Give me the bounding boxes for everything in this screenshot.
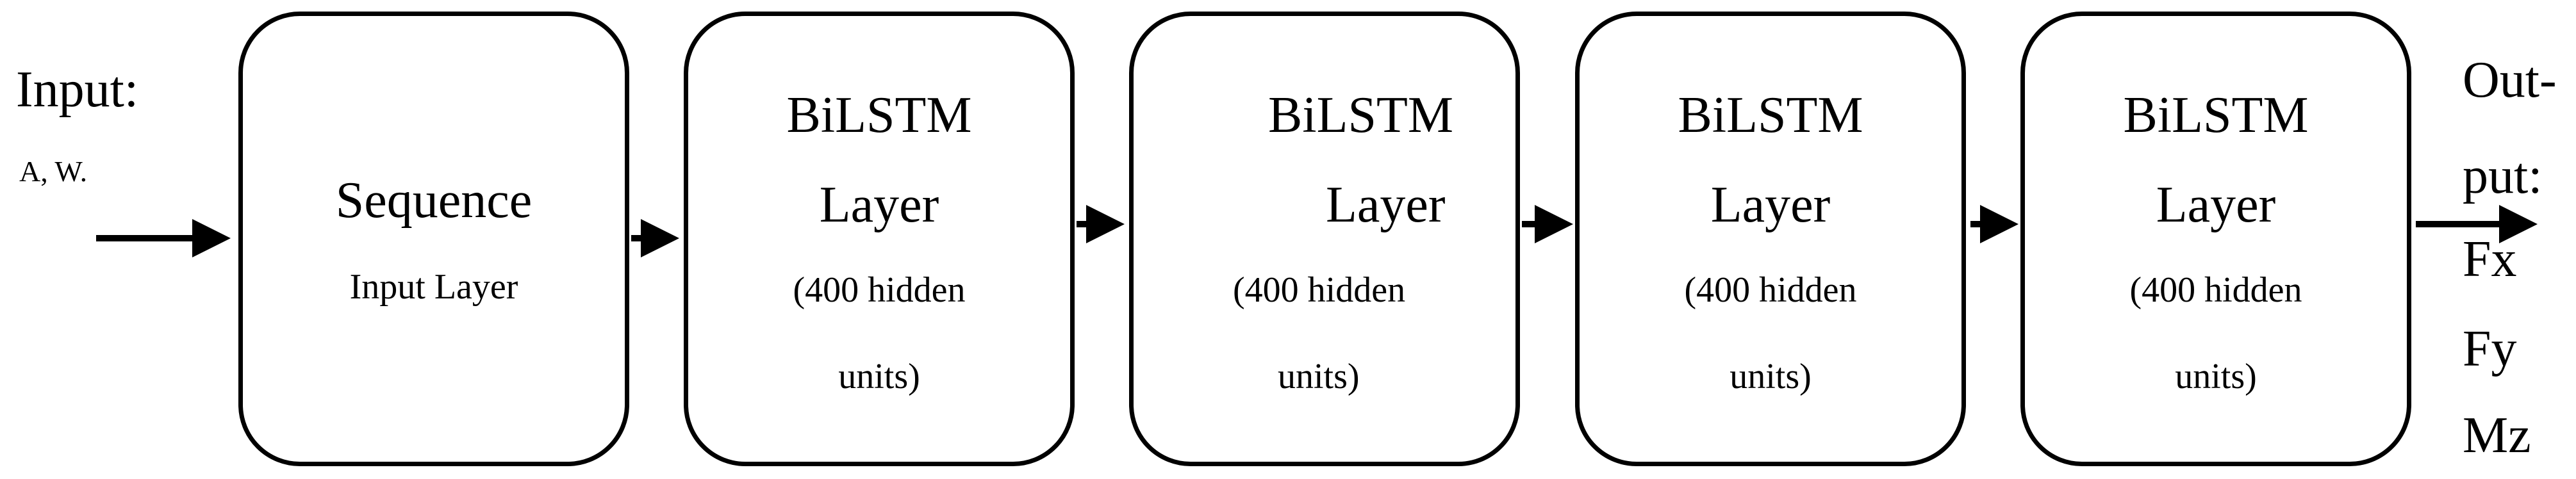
block-hidden-units: (400 hidden (793, 270, 966, 310)
bilstm-layer-block-2: BiLSTM Layer (400 hidden units) (1129, 12, 1520, 466)
output-fx: Fx (2463, 231, 2517, 288)
block-subtitle: Input Layer (349, 267, 518, 307)
block-title: BiLSTM (1678, 87, 1863, 143)
block-units-label: units) (1278, 357, 1360, 396)
output-label-line-1: Out- (2463, 52, 2557, 108)
block-units-label: units) (838, 357, 920, 396)
block-units-label: units) (2175, 357, 2257, 396)
block-subtitle: Layer (819, 177, 939, 233)
block-hidden-units: (400 hidden (1684, 270, 1857, 310)
bilstm-layer-block-3: BiLSTM Layer (400 hidden units) (1575, 12, 1966, 466)
block-hidden-units: (400 hidden (1233, 270, 1406, 310)
sequence-input-layer-block: Sequence Input Layer (238, 12, 629, 466)
output-label-line-2: put: (2463, 148, 2543, 204)
block-title: BiLSTM (1268, 87, 1453, 143)
input-variables: A, W. (19, 155, 88, 188)
block-title: Sequence (335, 172, 533, 229)
block-subtitle: Layer (1326, 177, 1446, 233)
block-subtitle: Layer (1710, 177, 1831, 233)
block-hidden-units: (400 hidden (2129, 270, 2302, 310)
input-label: Input: (16, 61, 139, 118)
bilstm-layer-block-4: BiLSTM Layer (400 hidden units) (2020, 12, 2411, 466)
block-title: BiLSTM (2123, 87, 2309, 143)
output-mz: Mz (2463, 407, 2531, 464)
block-subtitle: Layer (2156, 177, 2276, 233)
block-title: BiLSTM (786, 87, 972, 143)
output-fy: Fy (2463, 321, 2517, 377)
block-units-label: units) (1730, 357, 1812, 396)
bilstm-layer-block-1: BiLSTM Layer (400 hidden units) (684, 12, 1075, 466)
